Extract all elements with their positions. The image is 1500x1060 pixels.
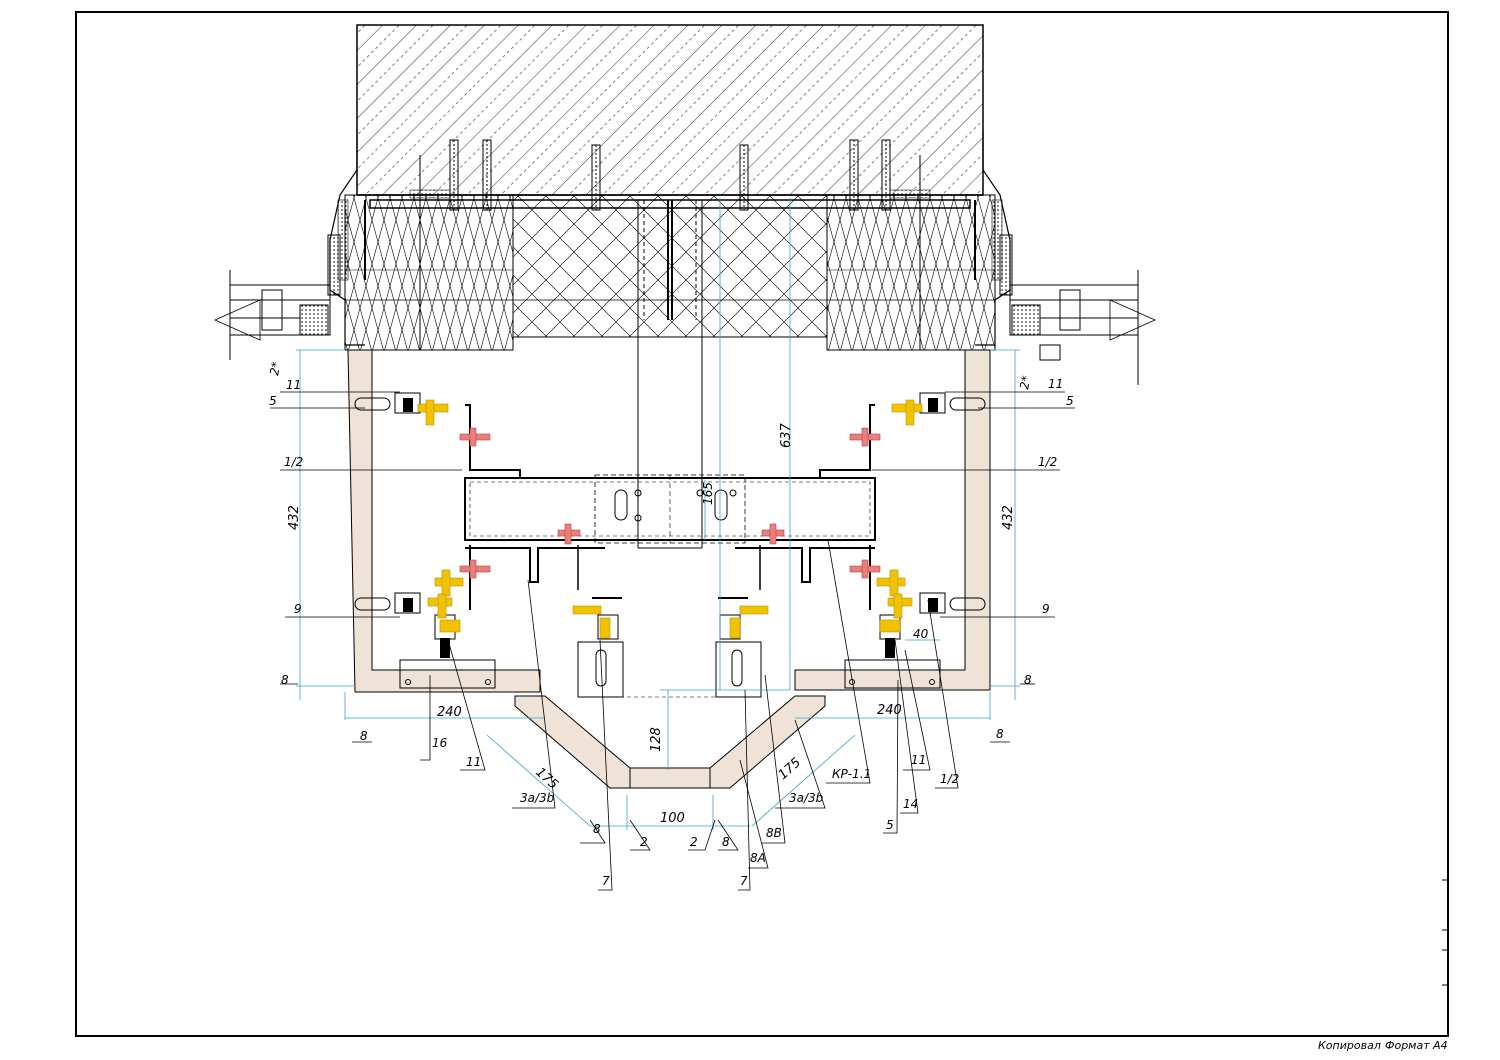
fastener (439, 619, 461, 633)
wall-left (327, 130, 365, 346)
dim-637: 637 (779, 422, 794, 448)
callout-7-right: 7 (740, 874, 748, 888)
fastener (572, 605, 611, 639)
fastener (887, 593, 913, 619)
anchor-mark (849, 427, 881, 447)
fastener (876, 569, 906, 597)
callout-1-2-left: 1/2 (284, 455, 303, 469)
leader-lines (270, 391, 1075, 891)
insulation-block (344, 189, 996, 351)
window-frame-left (214, 270, 331, 360)
dim-175-left: 175 (532, 765, 560, 793)
callout-1-2-bottom-right: 1/2 (940, 772, 959, 786)
dim-240-right: 240 (877, 703, 902, 718)
dim-175-right: 175 (776, 755, 804, 783)
dim-128: 128 (649, 727, 664, 752)
dim-100: 100 (660, 811, 685, 826)
fastener (891, 399, 923, 426)
anchor-mark (557, 523, 581, 545)
dim-240-left: 240 (437, 705, 462, 720)
fastener (879, 619, 901, 633)
fastener (417, 399, 449, 426)
callout-5-left: 5 (269, 394, 277, 408)
callout-kp-1-1: КР-1.1 (832, 767, 871, 781)
callout-11-left: 11 (286, 378, 301, 392)
callout-3a-3b-left: 3a/3b (520, 791, 555, 805)
callout-labels: 11 5 1/2 9 11 5 1/2 9 16 11 3a/3b 7 7 8A… (269, 377, 1074, 888)
anchor-bolt (849, 139, 859, 211)
anchor-mark (459, 559, 491, 579)
footer-copied-label: Копировал (1318, 1039, 1381, 1052)
dim-2star-right: 2* (1017, 375, 1033, 391)
dim-8-left-b: 8 (360, 729, 368, 743)
callout-16: 16 (432, 736, 448, 750)
callout-11-bottom-left: 11 (466, 755, 481, 769)
dim-2-left: 2 (640, 835, 648, 849)
plate-left (399, 659, 496, 689)
callout-11-bottom-right: 11 (911, 753, 926, 767)
callout-9-right: 9 (1042, 602, 1050, 616)
fastener (434, 569, 464, 597)
callout-9-left: 9 (294, 602, 302, 616)
dimension-texts: 637 165 432 432 240 240 8 8 8 8 128 175 … (267, 361, 1033, 849)
dim-8-left-a: 8 (281, 673, 289, 687)
dim-8-bottom-right: 8 (722, 835, 730, 849)
concrete-slab (356, 24, 984, 196)
footer-format-label: Формат А4 (1385, 1039, 1448, 1052)
anchor-bolt (482, 139, 492, 211)
cladding-bottom-v (514, 695, 826, 789)
horizontal-beam (464, 474, 876, 544)
anchor-mark (849, 559, 881, 579)
dim-40: 40 (913, 627, 929, 641)
anchor-bolt (449, 139, 459, 211)
dim-432-left: 432 (287, 505, 302, 530)
dim-165: 165 (701, 482, 715, 505)
bolt-assembly-centre (592, 597, 748, 640)
centre-plates (577, 641, 762, 698)
callout-8b: 8B (766, 826, 782, 840)
dim-8-bottom-left: 8 (593, 822, 601, 836)
cladding-left (347, 349, 541, 693)
fastener (427, 593, 453, 619)
yellow-fasteners (417, 399, 923, 639)
anchor-bolts (419, 139, 921, 350)
sheet-frame (75, 11, 1449, 1037)
anchor-bolt (881, 139, 891, 211)
bolt-assembly-right-top (919, 392, 986, 414)
red-anchors (459, 427, 881, 579)
callout-8a: 8A (750, 851, 766, 865)
callout-5-right: 5 (1066, 394, 1074, 408)
fastener (729, 605, 769, 639)
dim-8-right-b: 8 (996, 727, 1004, 741)
anchor-mark (761, 523, 785, 545)
dim-8-right-a: 8 (1024, 673, 1032, 687)
callout-1-2-right: 1/2 (1038, 455, 1057, 469)
callout-7-left: 7 (602, 874, 610, 888)
dim-432-right: 432 (1001, 505, 1016, 530)
anchor-mark (459, 427, 491, 447)
anchor-bolt (591, 144, 601, 211)
callout-11-right: 11 (1048, 377, 1063, 391)
anchor-bolt (739, 144, 749, 211)
bolt-assembly-left-top (354, 392, 421, 414)
callout-14: 14 (903, 797, 918, 811)
dim-2-right: 2 (690, 835, 698, 849)
callout-5-bottom: 5 (886, 818, 894, 832)
callout-3a-3b-right: 3a/3b (789, 791, 824, 805)
dim-2star-left: 2* (267, 361, 283, 377)
dimension-lines (296, 198, 1020, 830)
title-block-footer: Копировал Формат А4 (1318, 1039, 1448, 1052)
bolt-assembly-right-bottom (879, 592, 986, 658)
window-frame-right (1009, 270, 1156, 385)
